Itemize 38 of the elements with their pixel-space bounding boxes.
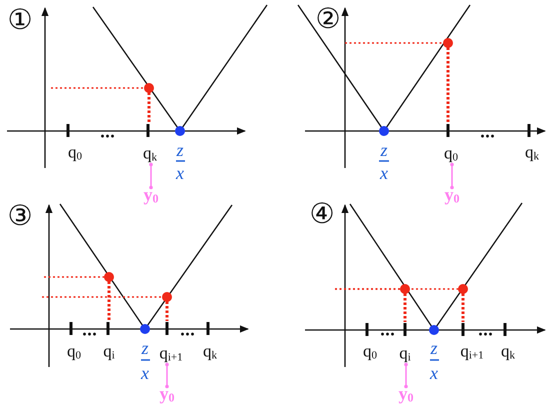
tick-label: q$_{0}$ [67, 342, 81, 362]
tick-label: q$_{0}$ [444, 144, 458, 164]
variable-label: z [142, 339, 148, 357]
tick-label: q$_{k}$ [501, 342, 515, 362]
tick-label: q$_{0}$ [68, 144, 82, 162]
panel-number: ① [7, 6, 33, 34]
tick-label: q$_{k}$ [143, 144, 157, 164]
tick-label: q$_{i+1}$ [159, 344, 183, 364]
tick-label: q$_{0}$ [363, 342, 377, 362]
output-label: y$_{0}$ [398, 384, 414, 404]
variable-label: z [176, 141, 184, 159]
variable-label: x [430, 364, 438, 382]
ellipsis: ··· [100, 127, 114, 145]
panel-number: ④ [309, 200, 335, 228]
ellipsis: ··· [180, 325, 194, 343]
output-label: y$_{0}$ [144, 186, 158, 204]
connector-line [450, 162, 454, 190]
ellipsis: ··· [478, 325, 492, 343]
variable-label: z [380, 141, 388, 159]
output-label: y$_{0}$ [160, 384, 174, 404]
ellipsis: ··· [380, 325, 394, 343]
tick-label: q$_{i+1}$ [460, 342, 484, 362]
ellipsis: ··· [82, 325, 96, 343]
tick-label: q$_{i}$ [399, 344, 411, 364]
variable-label: z [430, 339, 438, 357]
variable-label: x [141, 364, 149, 382]
tick-label: q$_{k}$ [203, 342, 217, 362]
connector-line [404, 362, 408, 388]
connector-line [165, 362, 169, 388]
output-label: y$_{0}$ [444, 186, 460, 204]
tick-label: q$_{k}$ [525, 144, 539, 162]
tick-label: q$_{i}$ [103, 342, 115, 362]
connector-line [149, 162, 153, 190]
variable-label: x [380, 164, 388, 182]
panel-number: ② [315, 5, 341, 33]
variable-label: x [176, 164, 184, 182]
panel-number: ③ [7, 202, 33, 230]
ellipsis: ··· [480, 127, 494, 145]
